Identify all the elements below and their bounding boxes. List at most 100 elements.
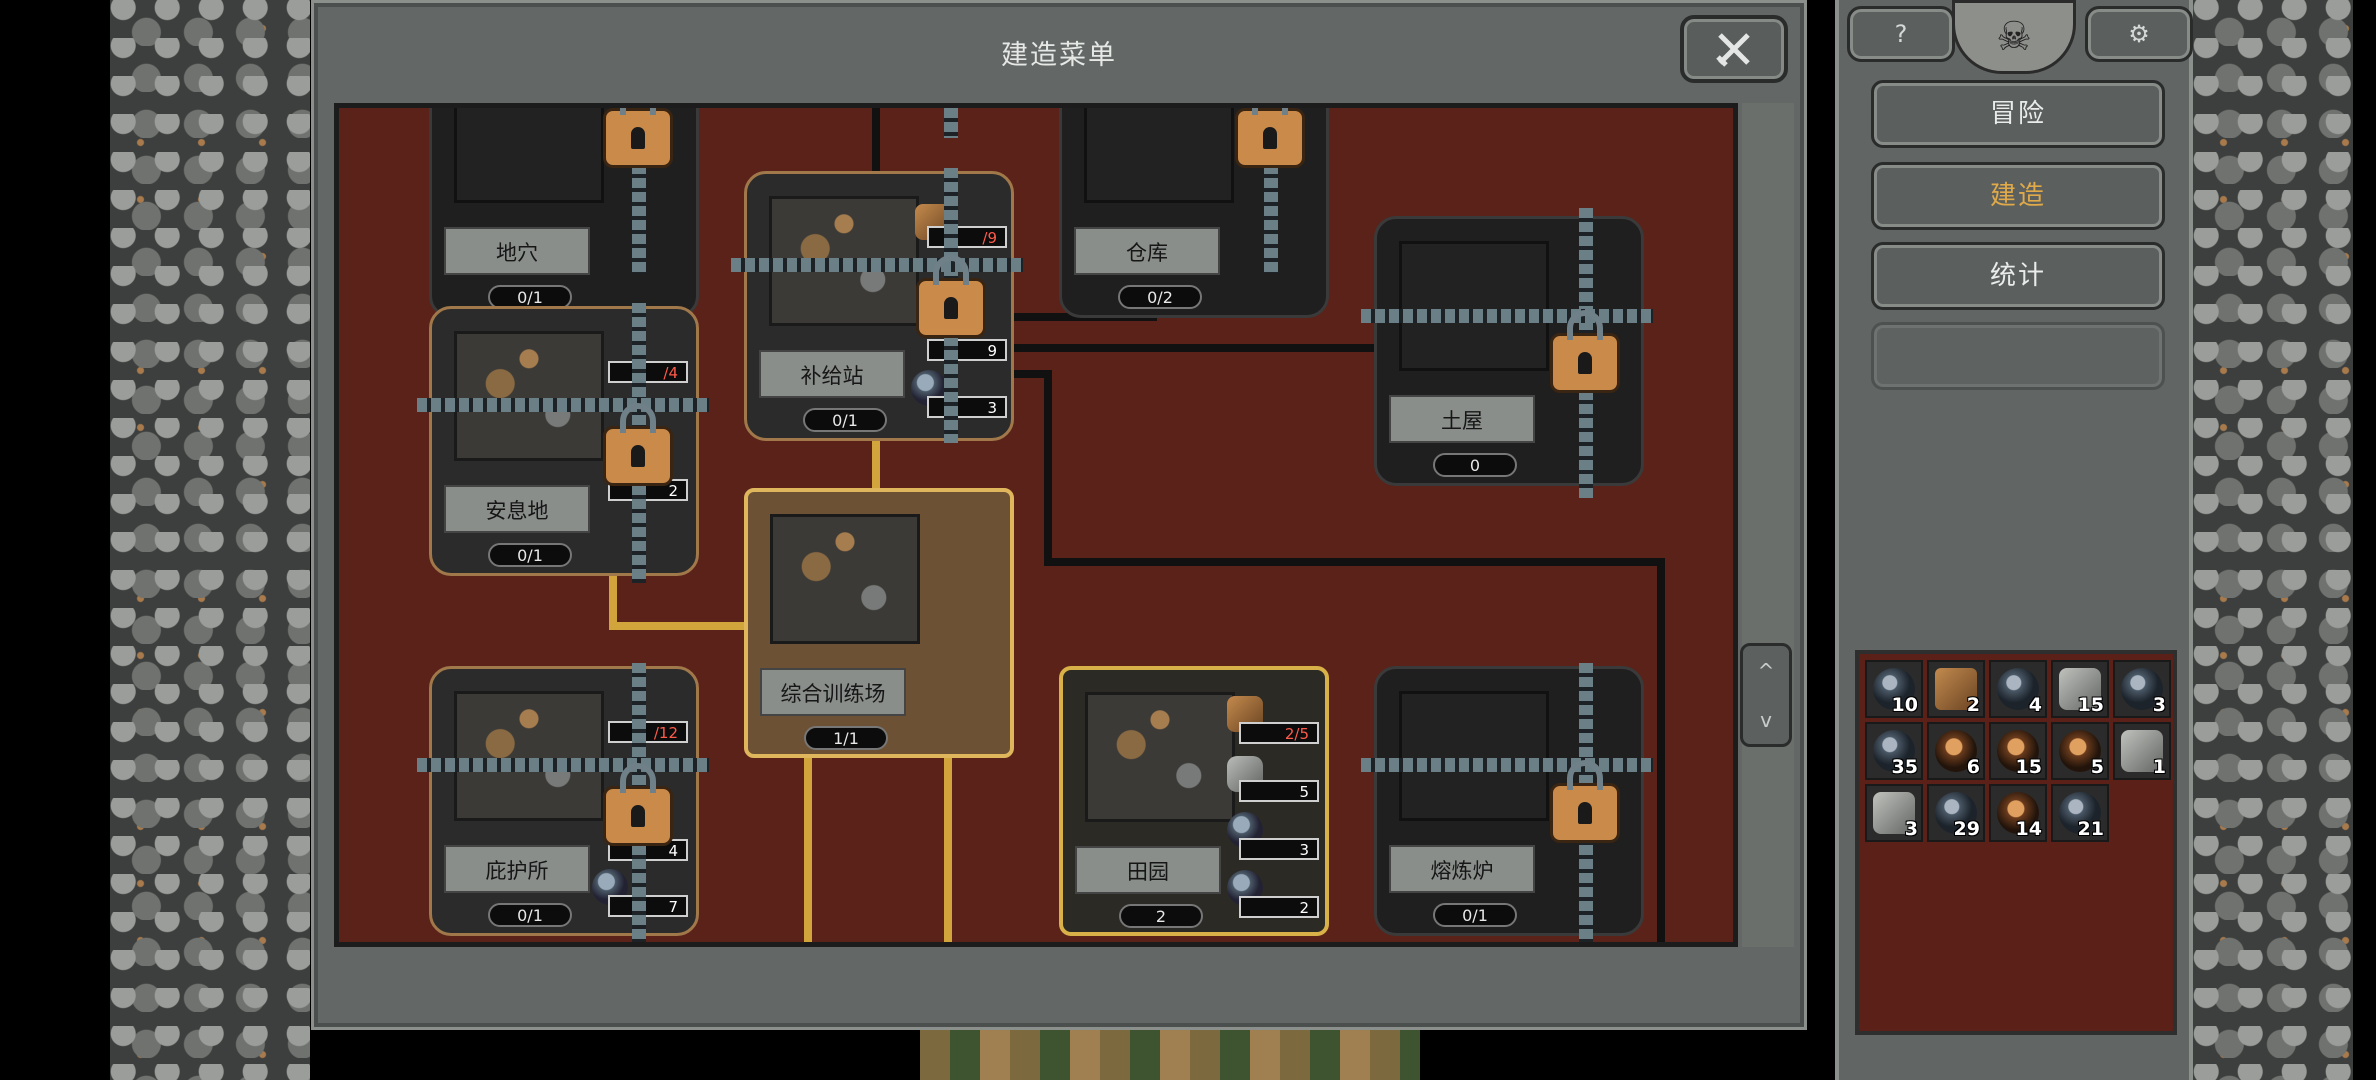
skull-emblem-icon: ☠ bbox=[1952, 0, 2076, 74]
item-quantity: 14 bbox=[2015, 818, 2042, 840]
metal-orb-icon bbox=[1997, 668, 2039, 710]
stone-icon bbox=[2059, 668, 2101, 710]
item-quantity: 6 bbox=[1966, 756, 1980, 778]
inventory-slot[interactable]: 14 bbox=[1989, 784, 2047, 842]
building-count: 0/2 bbox=[1118, 285, 1202, 309]
building-label: 地穴 bbox=[444, 227, 590, 275]
item-quantity: 21 bbox=[2077, 818, 2104, 840]
building-label: 综合训练场 bbox=[760, 668, 906, 716]
scroll-up-icon[interactable]: ^ bbox=[1757, 658, 1775, 683]
nav-adventure-button[interactable]: 冒险 bbox=[1871, 80, 2165, 148]
item-quantity: 2 bbox=[1966, 694, 1980, 716]
padlock-icon bbox=[603, 763, 673, 846]
building-label: 仓库 bbox=[1074, 227, 1220, 275]
settings-button[interactable]: ⚙ bbox=[2085, 6, 2193, 62]
metal-orb-icon bbox=[2059, 792, 2101, 834]
resource-cost: 9 bbox=[927, 339, 1007, 361]
building-label: 安息地 bbox=[444, 485, 590, 533]
building-thumbnail bbox=[1399, 241, 1549, 371]
stone-icon bbox=[1873, 792, 1915, 834]
building-count: 2 bbox=[1119, 904, 1203, 928]
item-quantity: 29 bbox=[1953, 818, 1980, 840]
building-tree-board: 地穴 0/1 仓库 0/2 补给站 0/1 /9 9 3 bbox=[334, 103, 1738, 947]
stone-icon bbox=[2121, 730, 2163, 772]
inventory-slot[interactable]: 15 bbox=[2051, 660, 2109, 718]
building-label: 补给站 bbox=[759, 350, 905, 398]
resource-inventory: 10 2 4 15 3 35 6 15 5 1 3 29 14 21 bbox=[1855, 650, 2177, 1035]
inventory-slot[interactable]: 4 bbox=[1989, 660, 2047, 718]
building-thumbnail bbox=[1399, 691, 1549, 821]
building-count: 0/1 bbox=[803, 408, 887, 432]
building-thumbnail bbox=[454, 331, 604, 461]
item-quantity: 15 bbox=[2015, 756, 2042, 778]
inventory-slot[interactable]: 3 bbox=[1865, 784, 1923, 842]
inventory-slot[interactable]: 21 bbox=[2051, 784, 2109, 842]
item-quantity: 3 bbox=[2152, 694, 2166, 716]
padlock-icon bbox=[1550, 760, 1620, 843]
building-label: 田园 bbox=[1075, 846, 1221, 894]
building-card-farm[interactable]: 田园 2 2/5 5 3 2 bbox=[1059, 666, 1329, 936]
resource-cost: 3 bbox=[927, 396, 1007, 418]
padlock-icon bbox=[1550, 310, 1620, 393]
inventory-slot[interactable]: 5 bbox=[2051, 722, 2109, 780]
right-stone-wall bbox=[2193, 0, 2353, 1080]
close-button[interactable] bbox=[1680, 15, 1788, 83]
building-card-training-ground[interactable]: 综合训练场 1/1 bbox=[744, 488, 1014, 758]
metal-orb-icon bbox=[1873, 730, 1915, 772]
building-thumbnail bbox=[454, 691, 604, 821]
ore-icon bbox=[2059, 730, 2101, 772]
resource-cost: 3 bbox=[1239, 838, 1319, 860]
ore-icon bbox=[1935, 730, 1977, 772]
inventory-slot[interactable]: 2 bbox=[1927, 660, 1985, 718]
ore-icon bbox=[1997, 792, 2039, 834]
item-quantity: 4 bbox=[2028, 694, 2042, 716]
eye-icon bbox=[1935, 792, 1977, 834]
item-quantity: 5 bbox=[2090, 756, 2104, 778]
padlock-icon bbox=[603, 108, 673, 168]
scroll-track[interactable] bbox=[1742, 103, 1794, 947]
building-thumbnail bbox=[1084, 108, 1234, 203]
bow-icon bbox=[1873, 668, 1915, 710]
nav-empty-button bbox=[1871, 322, 2165, 390]
inventory-slot[interactable]: 35 bbox=[1865, 722, 1923, 780]
wood-icon bbox=[1935, 668, 1977, 710]
resource-cost: /9 bbox=[927, 226, 1007, 248]
inventory-slot[interactable]: 15 bbox=[1989, 722, 2047, 780]
building-count: 0/1 bbox=[1433, 903, 1517, 927]
building-thumbnail bbox=[770, 514, 920, 644]
close-crossed-swords-icon bbox=[1716, 33, 1750, 67]
scroll-buttons[interactable]: ^ v bbox=[1740, 643, 1792, 747]
build-menu-dialog: 建造菜单 地穴 0/1 仓库 0 bbox=[311, 0, 1807, 1030]
inventory-slot[interactable]: 3 bbox=[2113, 660, 2171, 718]
building-label: 庇护所 bbox=[444, 845, 590, 893]
item-quantity: 3 bbox=[1904, 818, 1918, 840]
nav-build-button[interactable]: 建造 bbox=[1871, 162, 2165, 230]
building-card-warehouse[interactable]: 仓库 0/2 bbox=[1059, 108, 1329, 318]
resource-cost: /4 bbox=[608, 361, 688, 383]
building-count: 1/1 bbox=[804, 726, 888, 750]
resource-cost: 5 bbox=[1239, 780, 1319, 802]
nav-stats-button[interactable]: 统计 bbox=[1871, 242, 2165, 310]
building-count: 0 bbox=[1433, 453, 1517, 477]
dialog-title: 建造菜单 bbox=[1001, 40, 1117, 71]
building-label: 熔炼炉 bbox=[1389, 845, 1535, 893]
building-thumbnail bbox=[454, 108, 604, 203]
ground-tiles bbox=[920, 1028, 1420, 1080]
item-quantity: 10 bbox=[1891, 694, 1918, 716]
inventory-slot[interactable]: 10 bbox=[1865, 660, 1923, 718]
resource-cost: 7 bbox=[608, 895, 688, 917]
left-stone-wall bbox=[110, 0, 310, 1080]
item-quantity: 35 bbox=[1891, 756, 1918, 778]
building-count: 0/1 bbox=[488, 285, 572, 309]
item-quantity: 15 bbox=[2077, 694, 2104, 716]
scroll-down-icon[interactable]: v bbox=[1760, 707, 1772, 732]
building-label: 土屋 bbox=[1389, 395, 1535, 443]
inventory-slot[interactable]: 6 bbox=[1927, 722, 1985, 780]
resource-cost: 2/5 bbox=[1239, 722, 1319, 744]
building-count: 0/1 bbox=[488, 543, 572, 567]
help-button[interactable]: ? bbox=[1847, 6, 1955, 62]
padlock-icon bbox=[916, 255, 986, 338]
building-count: 0/1 bbox=[488, 903, 572, 927]
inventory-slot[interactable]: 1 bbox=[2113, 722, 2171, 780]
inventory-slot[interactable]: 29 bbox=[1927, 784, 1985, 842]
